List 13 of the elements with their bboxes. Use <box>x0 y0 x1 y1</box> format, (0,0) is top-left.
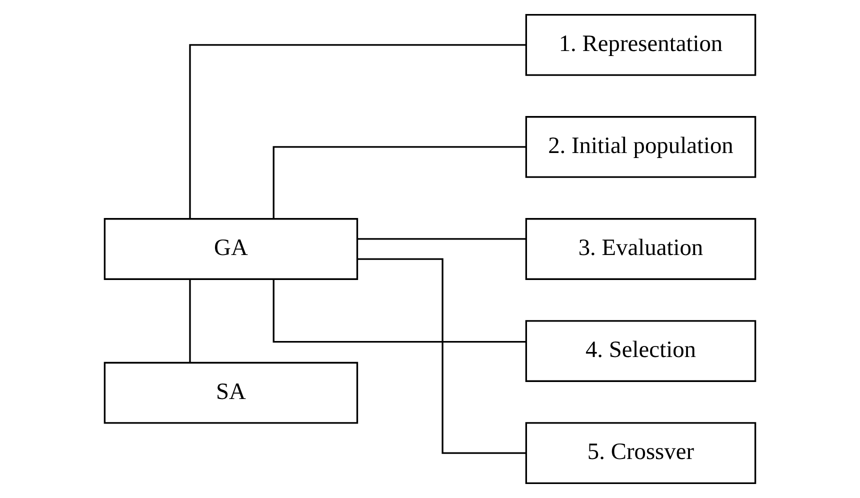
node-box: 1. Representation <box>525 14 756 76</box>
node-box: GA <box>104 218 358 280</box>
connector <box>358 258 526 454</box>
connector <box>357 238 526 240</box>
connector <box>272 279 526 343</box>
connector <box>272 146 526 218</box>
connector <box>189 280 191 362</box>
node-box: 5. Crossver <box>525 422 756 484</box>
node-box: SA <box>104 362 358 424</box>
node-box: 4. Selection <box>525 320 756 382</box>
node-box: 3. Evaluation <box>525 218 756 280</box>
connector <box>189 44 526 219</box>
node-box: 2. Initial population <box>525 116 756 178</box>
